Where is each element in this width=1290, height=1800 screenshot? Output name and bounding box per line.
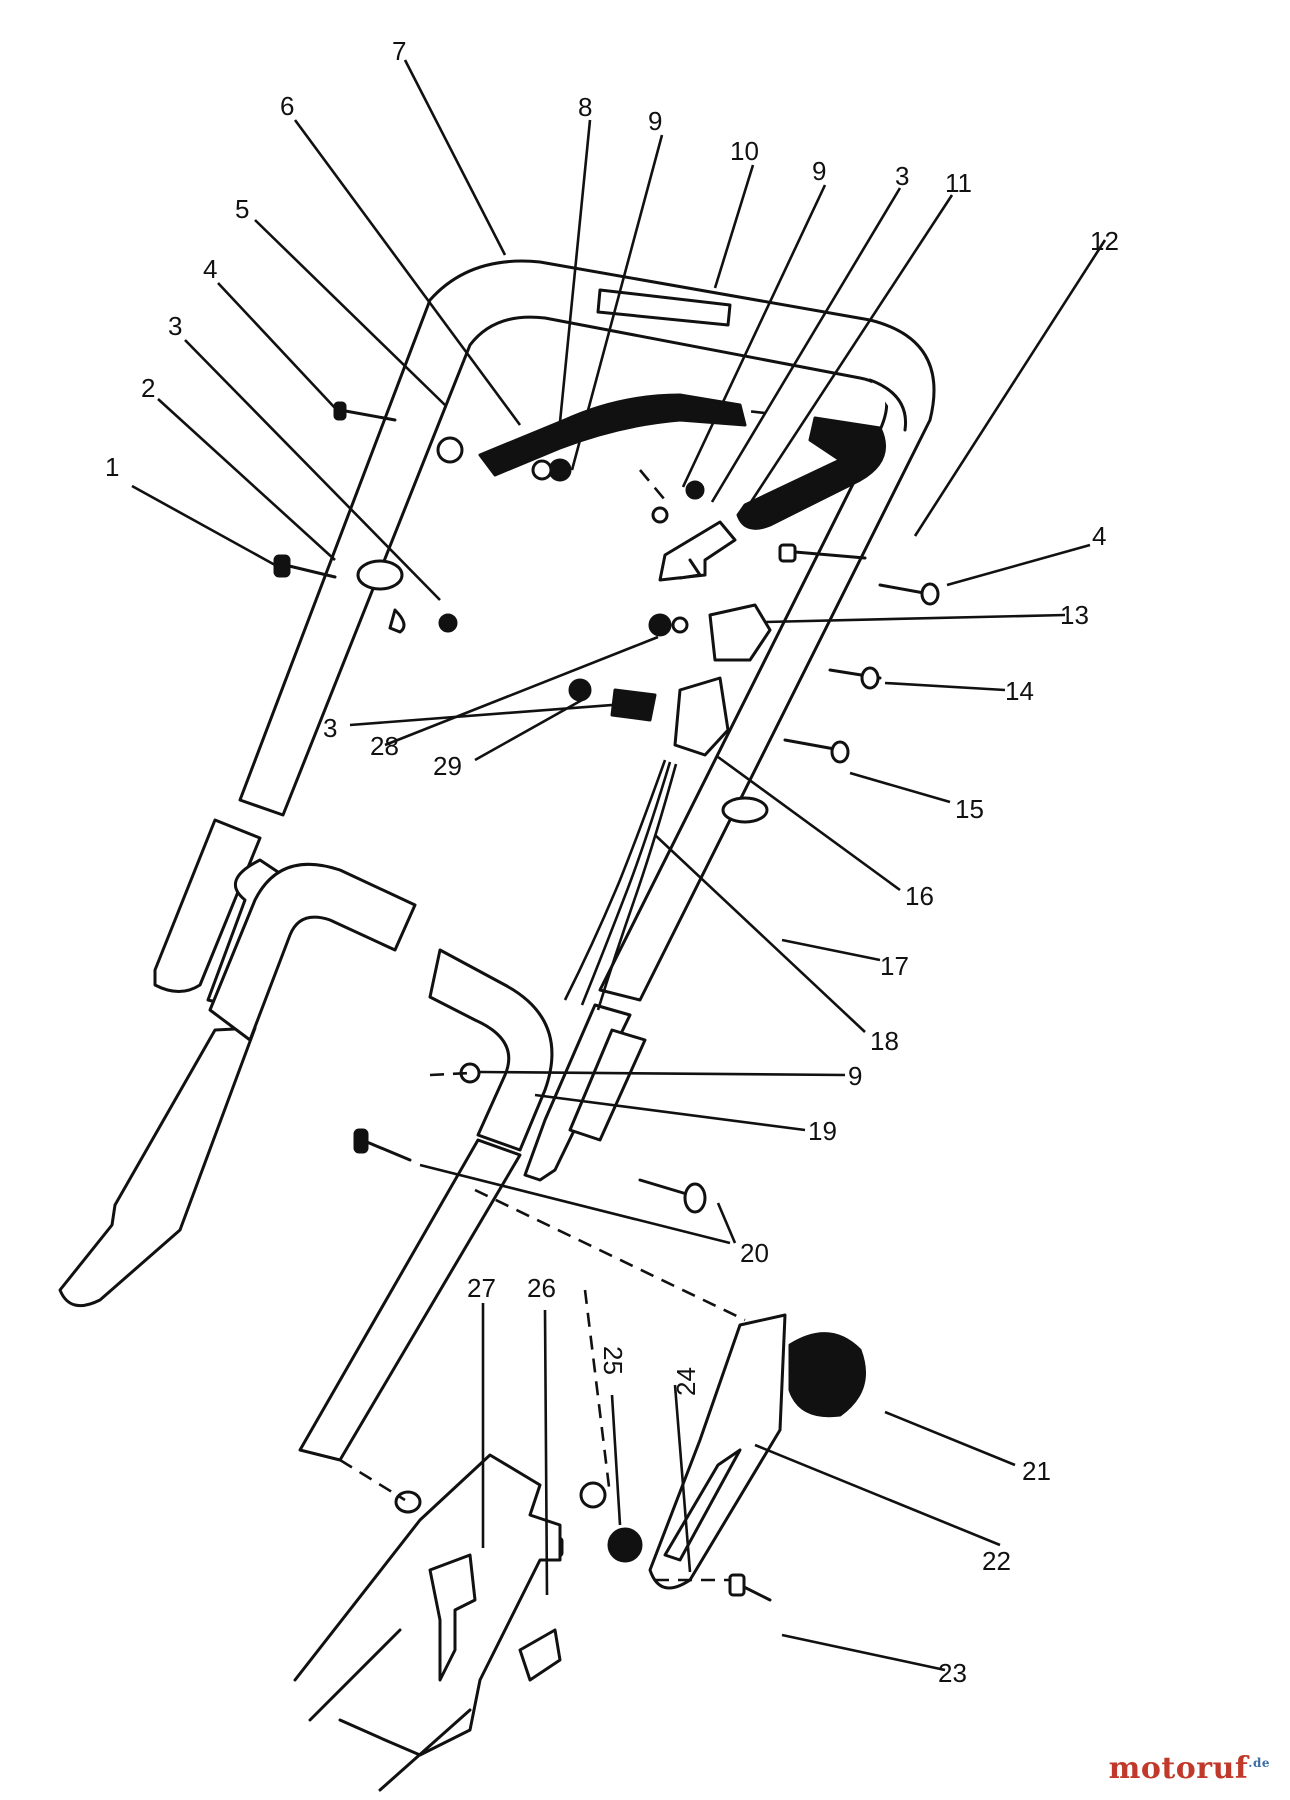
callout-25: 25 bbox=[598, 1346, 628, 1375]
lower-left-tube bbox=[58, 818, 292, 1308]
callout-10: 10 bbox=[730, 136, 759, 166]
callout-4-right: 4 bbox=[1092, 521, 1106, 551]
callout-3-top: 3 bbox=[895, 161, 909, 191]
upper-bracket bbox=[658, 520, 737, 582]
callout-1: 1 bbox=[105, 452, 119, 482]
watermark-logo: motoruf.de bbox=[1109, 1751, 1270, 1786]
callout-28: 28 bbox=[370, 731, 399, 761]
callout-15: 15 bbox=[955, 794, 984, 824]
callout-16: 16 bbox=[905, 881, 934, 911]
callout-9-top: 9 bbox=[648, 106, 662, 136]
callout-2: 2 bbox=[141, 373, 155, 403]
callout-18: 18 bbox=[870, 1026, 899, 1056]
right-lower-tubes bbox=[523, 1003, 647, 1182]
callout-24: 24 bbox=[671, 1367, 701, 1396]
callout-3-mid: 3 bbox=[323, 713, 337, 743]
clip-17 bbox=[721, 796, 769, 824]
callout-4-left: 4 bbox=[203, 254, 217, 284]
callout-22: 22 bbox=[982, 1546, 1011, 1576]
switch-16 bbox=[610, 676, 730, 757]
watermark-suffix: .de bbox=[1248, 1756, 1270, 1770]
cable-18 bbox=[563, 759, 678, 1011]
callout-26: 26 bbox=[527, 1273, 556, 1303]
callout-21: 21 bbox=[1022, 1456, 1051, 1486]
callout-19: 19 bbox=[808, 1116, 837, 1146]
callout-3-left: 3 bbox=[168, 311, 182, 341]
leader-lines bbox=[131, 59, 1107, 1672]
switch-box-13 bbox=[708, 603, 772, 662]
callout-8: 8 bbox=[578, 92, 592, 122]
callout-7: 7 bbox=[392, 36, 406, 66]
mower-deck bbox=[293, 1453, 562, 1792]
watermark-text: motoruf bbox=[1108, 1751, 1249, 1786]
callout-9-mid: 9 bbox=[812, 156, 826, 186]
callout-labels: 1 2 3 4 5 6 7 8 9 10 9 3 11 12 4 13 14 1… bbox=[105, 36, 1119, 1688]
callout-23: 23 bbox=[938, 1658, 967, 1688]
callout-5: 5 bbox=[235, 194, 249, 224]
callout-17: 17 bbox=[880, 951, 909, 981]
lower-curved-handle bbox=[208, 862, 554, 1462]
upper-handle-tube bbox=[238, 259, 936, 1002]
callout-12: 12 bbox=[1090, 226, 1119, 256]
callout-27: 27 bbox=[467, 1273, 496, 1303]
callout-20: 20 bbox=[740, 1238, 769, 1268]
callout-11: 11 bbox=[945, 168, 972, 198]
callout-6: 6 bbox=[280, 91, 294, 121]
cable-guide-2 bbox=[356, 559, 406, 634]
knob-21 bbox=[788, 1332, 866, 1418]
wheel-24 bbox=[607, 1527, 643, 1563]
bracket-22 bbox=[648, 1313, 787, 1590]
callout-9-low: 9 bbox=[848, 1061, 862, 1091]
callout-14: 14 bbox=[1005, 676, 1034, 706]
callout-13: 13 bbox=[1060, 600, 1089, 630]
callout-29: 29 bbox=[433, 751, 462, 781]
